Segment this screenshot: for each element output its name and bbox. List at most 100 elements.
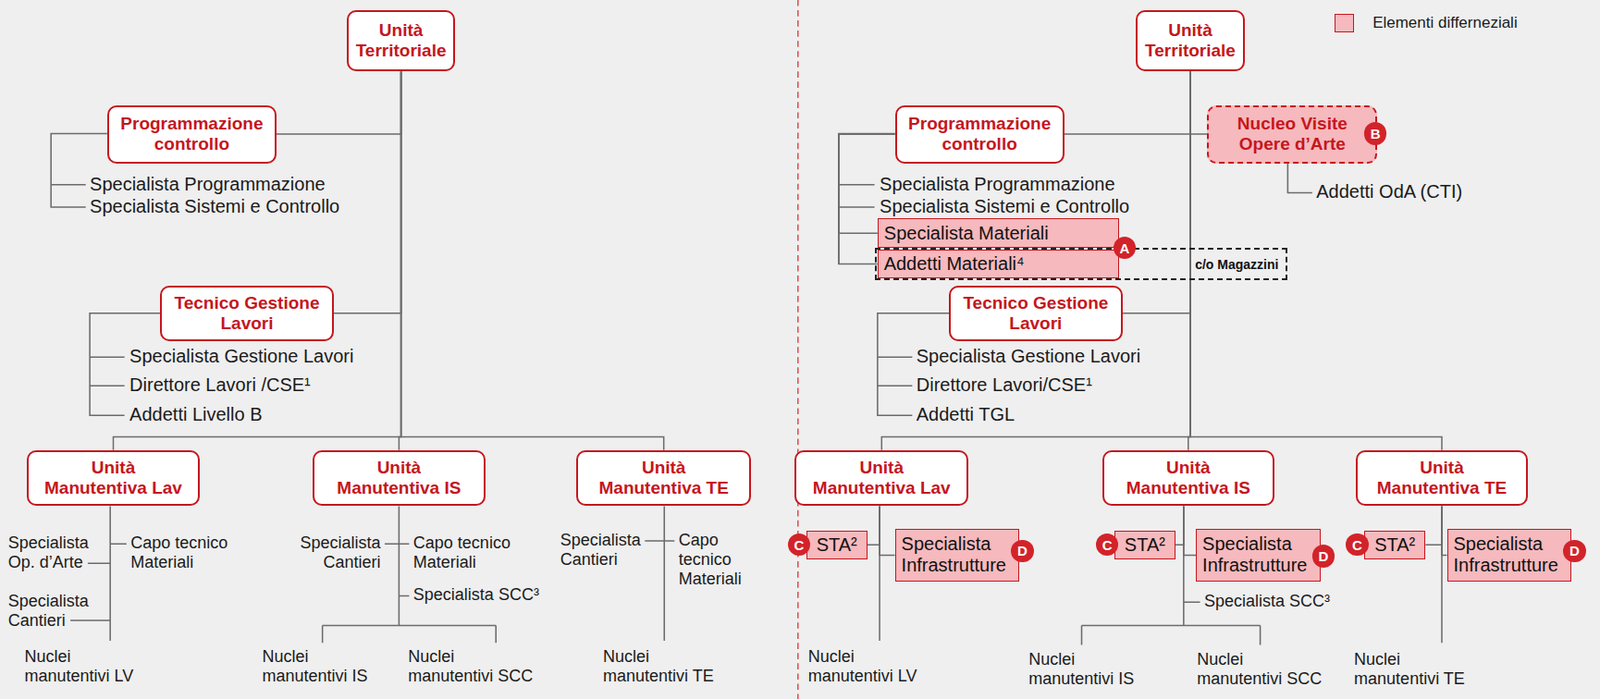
role-label: Nuclei manutentivi LV	[808, 647, 940, 687]
unit-box: Unità Manutentiva TE	[576, 450, 751, 507]
box-text: D	[1017, 543, 1028, 558]
role-label: Capo tecnico Materiali	[678, 530, 754, 590]
role-label: Addetti Livello B	[129, 404, 262, 426]
box-text: D	[1318, 549, 1330, 564]
label-slot: Addetti OdA (CTI)	[1316, 181, 1463, 203]
role-label: Specialista SCC³	[413, 585, 540, 605]
role-label: Specialista Sistemi e Controllo	[89, 196, 340, 218]
role-label: Nuclei manutentivi TE	[603, 647, 735, 687]
location-frame: c/o MagazziniAddetti Materiali⁴	[874, 247, 1289, 281]
role-box: Specialista Infrastrutture	[1447, 529, 1573, 582]
label-slot: Specialista Cantieri	[287, 533, 381, 573]
label-slot: Specialista Gestione Lavori	[916, 345, 1141, 368]
unit-box: Unità Manutentiva Lav	[26, 450, 201, 507]
label-slot: Direttore Lavori/CSE¹	[916, 374, 1093, 396]
connector-line	[333, 71, 402, 314]
legend-swatch	[1334, 13, 1354, 33]
label-slot: Capo tecnico Materiali	[413, 533, 518, 573]
role-label: Nuclei manutentivi SCC	[407, 647, 540, 687]
box-text: Programmazione controllo	[902, 113, 1058, 155]
role-label: Direttore Lavori/CSE¹	[916, 374, 1093, 396]
callout-circle: C	[1345, 533, 1368, 556]
label-slot: Capo tecnico Materiali	[678, 530, 754, 590]
role-box: STA²	[1364, 530, 1426, 560]
box-text: Tecnico Gestione Lavori	[167, 293, 327, 334]
role-box: Addetti Materiali⁴	[877, 249, 1120, 279]
box-text: Specialista Materiali	[884, 222, 1113, 245]
box-text: C	[1352, 538, 1363, 553]
label-slot: Specialista Sistemi e Controllo	[879, 196, 1130, 218]
label-slot: Addetti Livello B	[129, 404, 262, 426]
label-slot: Nuclei manutentivi TE	[603, 647, 735, 687]
legend-row: Elementi differneziali	[1334, 13, 1518, 33]
connector-line	[113, 71, 402, 450]
connector-line	[276, 71, 402, 135]
box-text: Unità Manutentiva IS	[327, 457, 472, 499]
label-slot: Specialista Op. d’Arte	[8, 533, 101, 573]
connector-line	[1190, 71, 1207, 135]
role-label: Specialista Gestione Lavori	[129, 345, 354, 368]
connector-line	[1183, 505, 1196, 555]
box-text: C	[1102, 538, 1113, 553]
box-text: Specialista Infrastrutture	[901, 533, 1014, 577]
box-text: Specialista Infrastrutture	[1453, 533, 1566, 577]
label-slot: Specialista Cantieri	[8, 591, 101, 631]
label-slot: Specialista SCC³	[1204, 591, 1330, 612]
connector-line	[1122, 71, 1191, 314]
connector-line	[1190, 71, 1442, 450]
role-label: Addetti OdA (CTI)	[1316, 181, 1463, 203]
legend-text: Elementi differneziali	[1372, 13, 1518, 33]
connector-line	[1064, 71, 1191, 135]
role-label: Specialista Programmazione	[89, 173, 326, 196]
connector-line	[867, 505, 880, 545]
role-box: STA²	[1114, 530, 1176, 560]
label-slot: Specialista Gestione Lavori	[129, 345, 354, 368]
callout-circle: B	[1364, 122, 1387, 145]
unit-box: Unità Manutentiva IS	[1102, 450, 1275, 507]
label-slot: Specialista SCC³	[413, 585, 540, 605]
leader-line	[1287, 163, 1312, 194]
role-box: Specialista Infrastrutture	[1195, 529, 1321, 582]
role-label: Capo tecnico Materiali	[130, 533, 235, 573]
role-label: Specialista Cantieri	[8, 591, 101, 631]
org-box: Tecnico Gestione Lavori	[948, 285, 1123, 342]
label-slot: Nuclei manutentivi SCC	[407, 647, 540, 687]
connector-line	[401, 71, 665, 450]
divider-line	[797, 0, 800, 699]
box-text: STA²	[1370, 534, 1419, 556]
box-text: Unità Manutentiva TE	[1370, 457, 1513, 499]
role-label: Specialista Cantieri	[287, 533, 381, 573]
role-label: Specialista Op. d’Arte	[8, 533, 101, 573]
unit-box: Unità Manutentiva IS	[312, 450, 487, 507]
label-slot: Nuclei manutentivi LV	[24, 647, 156, 687]
role-label: Addetti TGL	[916, 404, 1015, 426]
stem-line	[322, 505, 497, 643]
role-label: Direttore Lavori /CSE¹	[129, 374, 311, 396]
role-label: Nuclei manutentivi IS	[262, 647, 394, 687]
org-box: Tecnico Gestione Lavori	[160, 285, 334, 342]
box-text: STA²	[812, 534, 862, 556]
highlight-box: Nucleo Visite Opere d’Arte	[1206, 105, 1378, 164]
org-box: Programmazione controllo	[107, 105, 277, 164]
box-text: Tecnico Gestione Lavori	[956, 293, 1116, 334]
callout-circle: D	[1563, 540, 1586, 563]
box-text: Addetti Materiali⁴	[884, 253, 1113, 275]
box-text: Unità Manutentiva IS	[1117, 457, 1260, 499]
label-slot: Specialista Cantieri	[560, 530, 653, 570]
role-label: Specialista Programmazione	[879, 173, 1116, 196]
role-label: Nuclei manutentivi TE	[1353, 650, 1486, 690]
label-slot: Nuclei manutentivi IS	[262, 647, 394, 687]
role-label: Capo tecnico Materiali	[413, 533, 518, 573]
role-box: Specialista Materiali	[877, 218, 1120, 248]
connector-line	[1425, 505, 1442, 545]
box-text: Unità Manutentiva Lav	[809, 457, 954, 499]
role-label: Nuclei manutentivi IS	[1028, 650, 1160, 690]
label-slot: Nuclei manutentivi SCC	[1196, 650, 1329, 690]
label-slot: Nuclei manutentivi IS	[1028, 650, 1160, 690]
box-text: Nucleo Visite Opere d’Arte	[1219, 113, 1365, 155]
box-text: A	[1119, 241, 1130, 256]
label-slot: Nuclei manutentivi LV	[808, 647, 940, 687]
box-text: Programmazione controllo	[114, 113, 270, 155]
org-box: Unità Territoriale	[1135, 10, 1245, 72]
box-text: Unità Manutentiva TE	[590, 457, 737, 499]
